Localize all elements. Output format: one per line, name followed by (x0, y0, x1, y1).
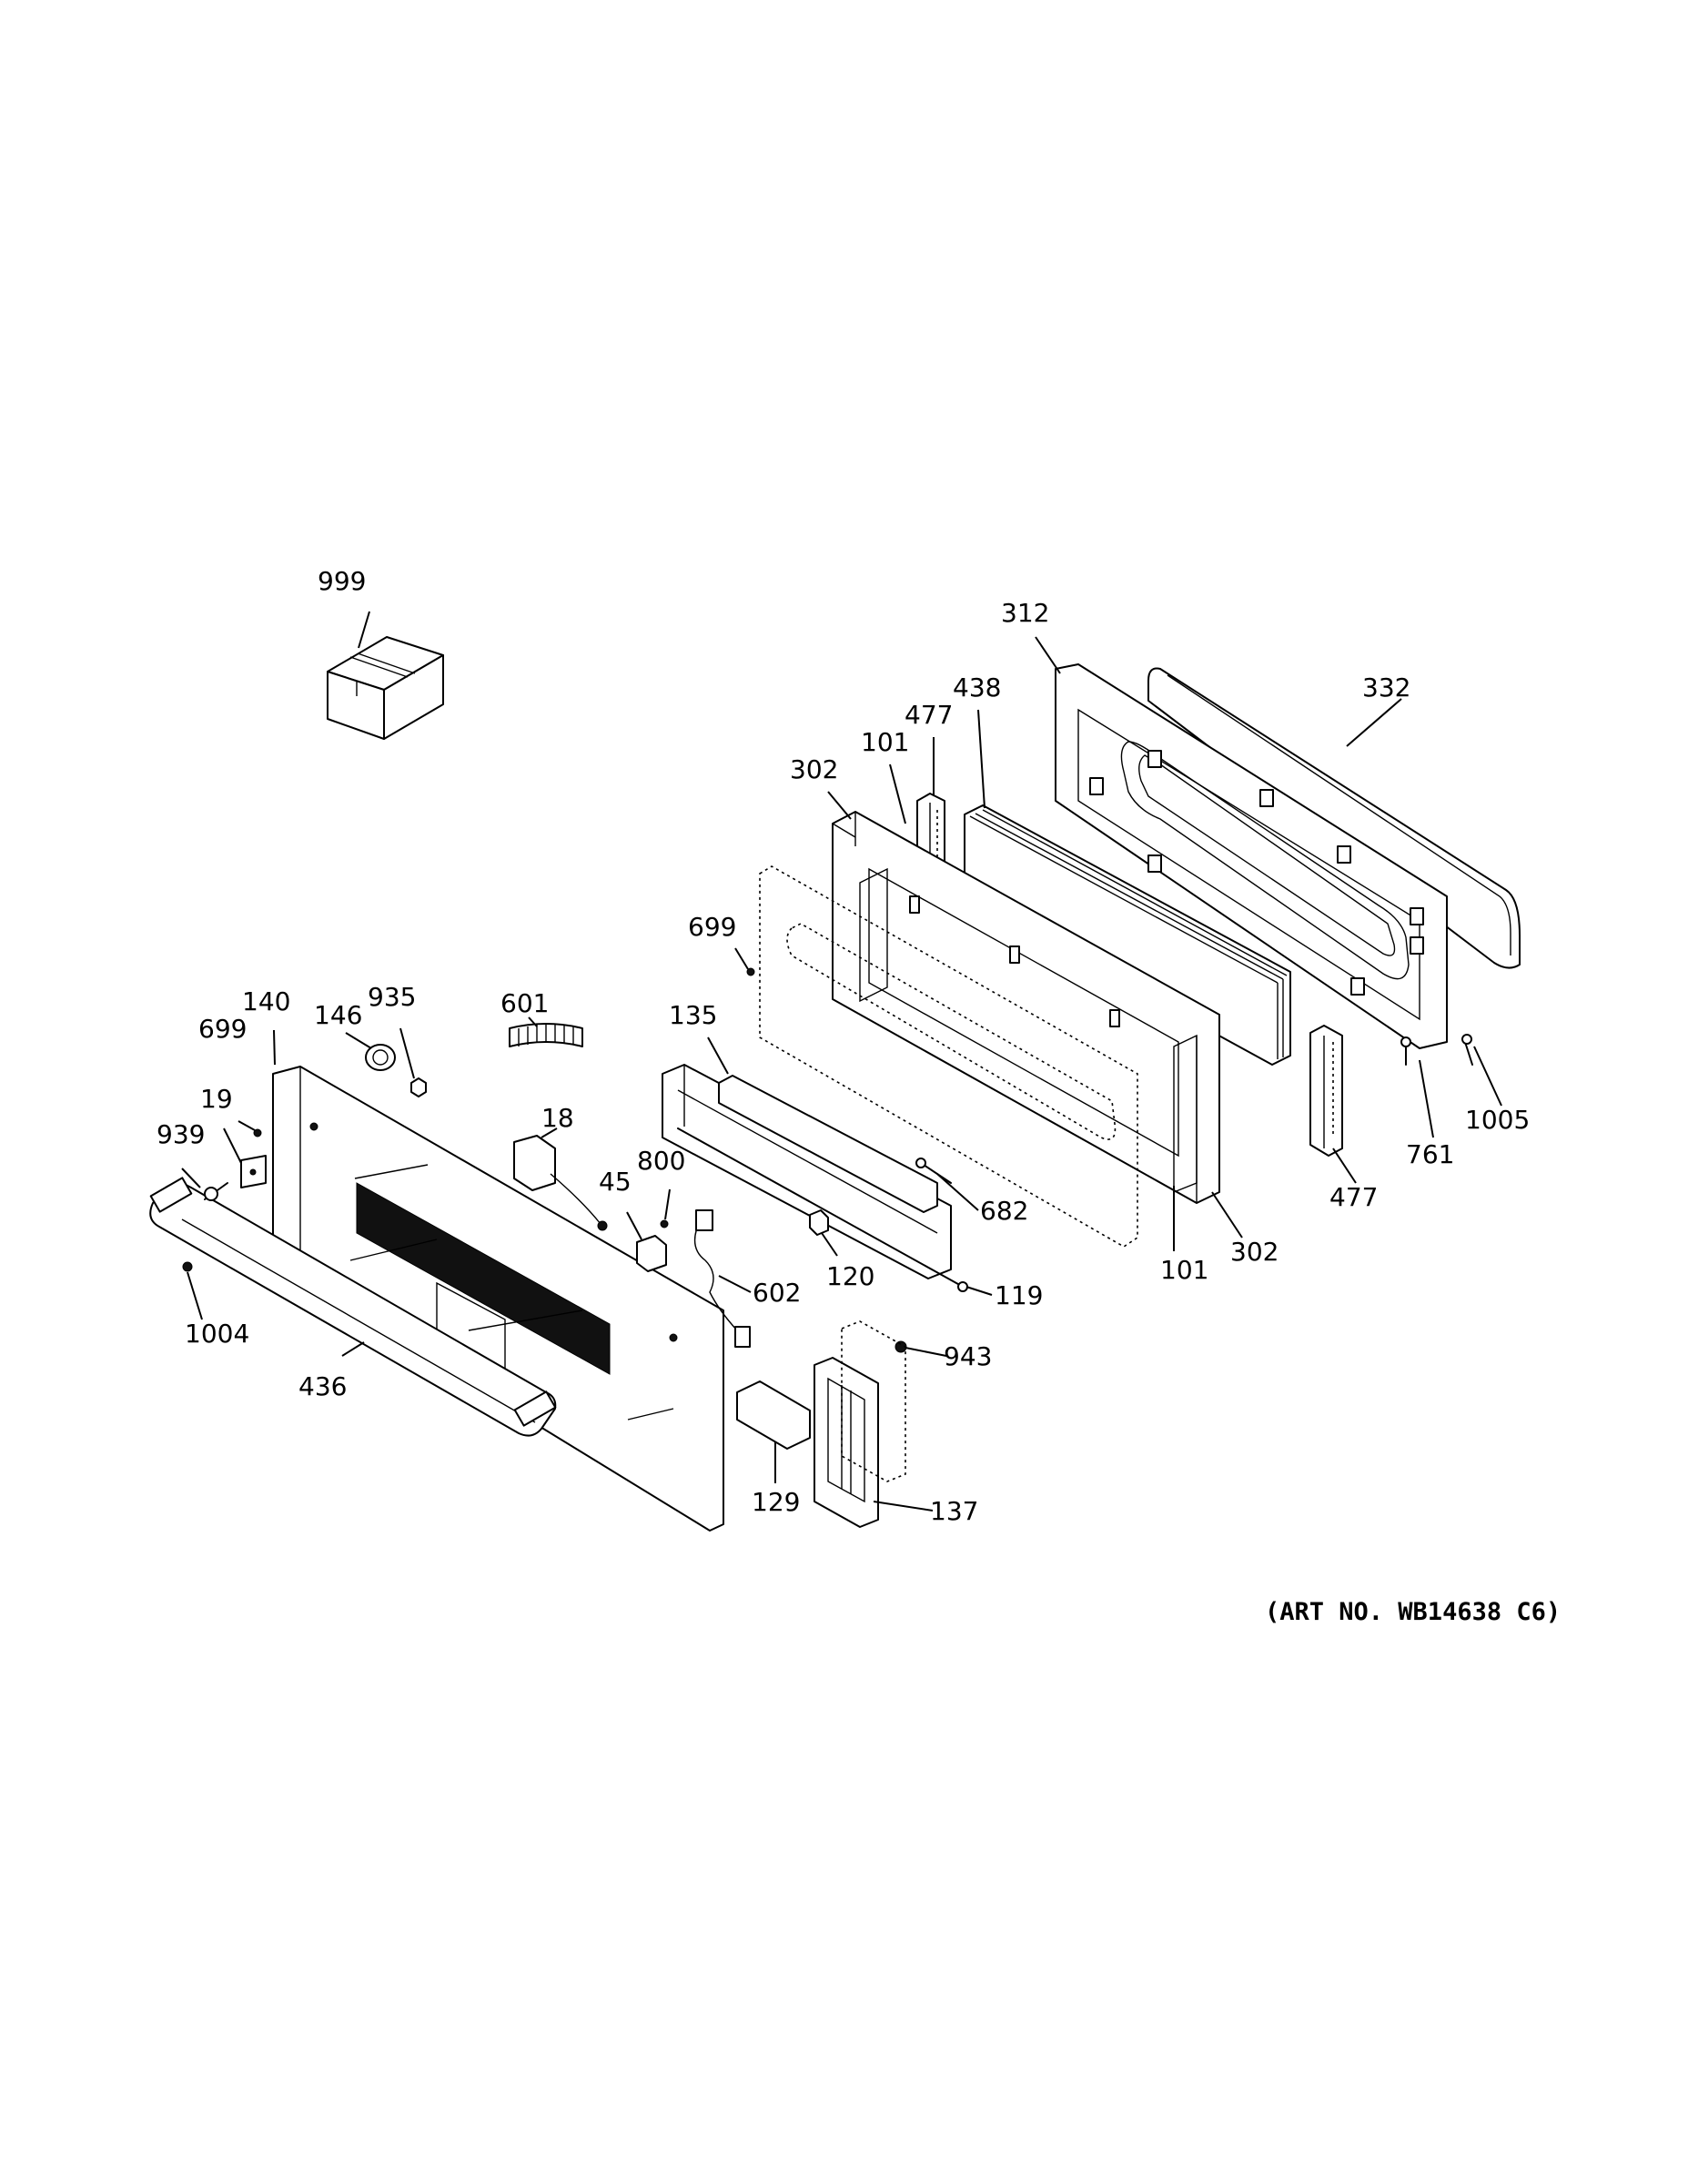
callout-761[interactable]: 761 (1406, 1139, 1454, 1169)
part-436-handle[interactable] (149, 1177, 557, 1437)
callout-101-lower[interactable]: 101 (1160, 1255, 1208, 1285)
callout-140[interactable]: 140 (242, 986, 290, 1016)
callout-1004[interactable]: 1004 (185, 1319, 249, 1349)
part-1005-screw[interactable] (1461, 1034, 1473, 1066)
callout-119[interactable]: 119 (995, 1280, 1043, 1310)
callout-18[interactable]: 18 (541, 1103, 574, 1133)
callout-699-upper[interactable]: 699 (688, 912, 736, 942)
callout-labels: 999 312 332 438 477 101 302 699 601 935 … (157, 566, 1530, 1526)
part-999-box[interactable] (327, 636, 444, 740)
part-137-hinge-lower[interactable] (814, 1320, 906, 1528)
callout-438[interactable]: 438 (953, 672, 1001, 703)
callout-477-lower[interactable]: 477 (1329, 1182, 1378, 1212)
callout-999[interactable]: 999 (318, 566, 366, 596)
callout-312[interactable]: 312 (1001, 598, 1049, 628)
callout-939[interactable]: 939 (157, 1119, 205, 1149)
part-602-wire[interactable] (693, 1209, 751, 1348)
part-45-bracket[interactable] (636, 1235, 667, 1272)
callout-602[interactable]: 602 (753, 1278, 801, 1308)
part-18-switch[interactable] (513, 1135, 608, 1231)
part-302-door-frame[interactable] (832, 811, 1220, 1204)
callout-935[interactable]: 935 (368, 982, 416, 1012)
part-135-duct[interactable] (718, 1075, 938, 1213)
callout-135[interactable]: 135 (669, 1000, 717, 1030)
part-761-screw[interactable] (1400, 1036, 1411, 1066)
part-1004-screw[interactable] (182, 1261, 193, 1272)
part-943-nut[interactable] (895, 1340, 907, 1353)
part-477-hinge-lower[interactable] (1309, 1025, 1343, 1157)
callout-137[interactable]: 137 (930, 1496, 978, 1526)
part-19-bracket[interactable] (240, 1155, 267, 1188)
callout-943[interactable]: 943 (944, 1341, 992, 1371)
part-438-glass-pack[interactable] (964, 804, 1291, 1066)
callout-19[interactable]: 19 (200, 1084, 233, 1114)
part-939-screw[interactable] (204, 1182, 228, 1201)
callout-302-upper[interactable]: 302 (790, 754, 838, 784)
part-129-shield[interactable] (736, 1380, 811, 1450)
callout-699-left[interactable]: 699 (198, 1014, 247, 1044)
part-146-knob[interactable] (365, 1044, 396, 1071)
callout-800[interactable]: 800 (637, 1146, 685, 1176)
callout-436[interactable]: 436 (298, 1371, 347, 1401)
leader-lines (181, 611, 1502, 1512)
callout-682[interactable]: 682 (980, 1196, 1028, 1226)
part-120-clip[interactable] (809, 1209, 829, 1236)
part-inner-panel[interactable] (759, 865, 1138, 1248)
part-601-harness[interactable] (509, 1023, 583, 1047)
callout-129[interactable]: 129 (752, 1487, 800, 1517)
part-119-rod[interactable] (677, 1127, 968, 1292)
part-699-screw-left[interactable] (253, 1128, 262, 1138)
part-800-screw[interactable] (660, 1219, 669, 1228)
callout-120[interactable]: 120 (826, 1261, 874, 1291)
callout-101-upper[interactable]: 101 (861, 727, 909, 757)
part-699-screw-upper[interactable] (746, 967, 755, 976)
callout-302-lower[interactable]: 302 (1230, 1237, 1279, 1267)
callout-1005[interactable]: 1005 (1465, 1105, 1530, 1135)
part-935-nut[interactable] (410, 1077, 427, 1097)
callout-477-upper[interactable]: 477 (905, 700, 953, 730)
art-number: (ART NO. WB14638 C6) (1265, 1598, 1561, 1626)
callout-601[interactable]: 601 (500, 988, 549, 1018)
callout-45[interactable]: 45 (599, 1167, 632, 1197)
callout-332[interactable]: 332 (1362, 672, 1410, 703)
part-135-vent-trim[interactable] (662, 1064, 952, 1279)
callout-146[interactable]: 146 (314, 1000, 362, 1030)
part-312-inner-liner[interactable] (1055, 663, 1448, 1049)
